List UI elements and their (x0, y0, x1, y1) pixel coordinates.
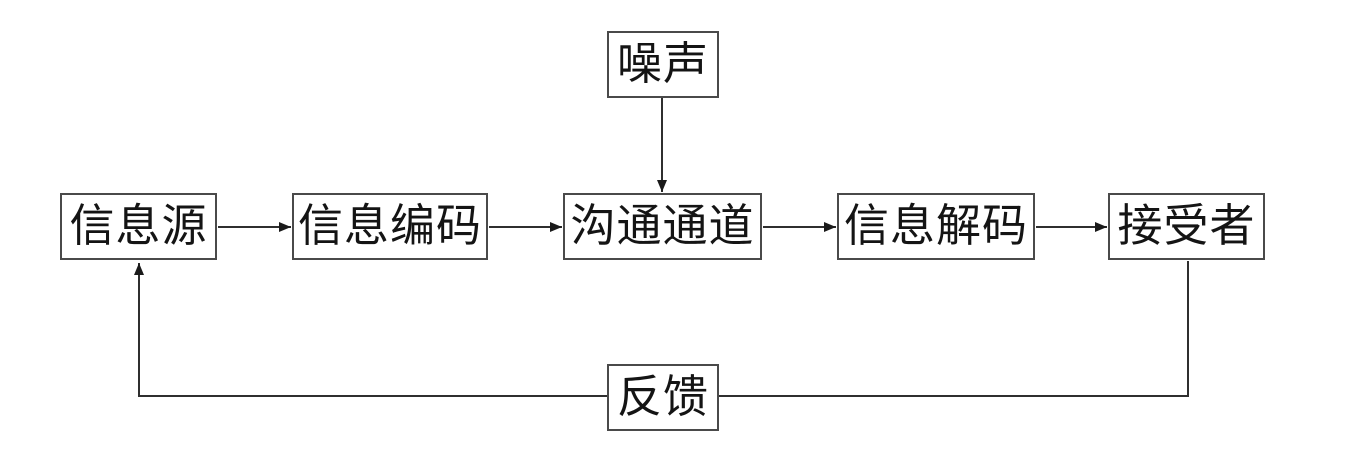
node-feedback-label: 反馈 (616, 372, 709, 422)
node-encoder: 信息编码 (292, 193, 488, 260)
node-feedback: 反馈 (607, 364, 719, 431)
node-encoder-label: 信息编码 (297, 201, 482, 251)
node-noise-label: 噪声 (616, 39, 709, 89)
node-channel-label: 沟通通道 (570, 201, 755, 251)
node-receiver: 接受者 (1108, 193, 1265, 260)
node-decoder: 信息解码 (837, 193, 1035, 260)
node-channel: 沟通通道 (563, 193, 762, 260)
node-source: 信息源 (60, 193, 217, 260)
node-decoder-label: 信息解码 (843, 201, 1028, 251)
node-receiver-label: 接受者 (1117, 201, 1256, 251)
node-noise: 噪声 (607, 31, 719, 98)
node-source-label: 信息源 (69, 201, 208, 251)
